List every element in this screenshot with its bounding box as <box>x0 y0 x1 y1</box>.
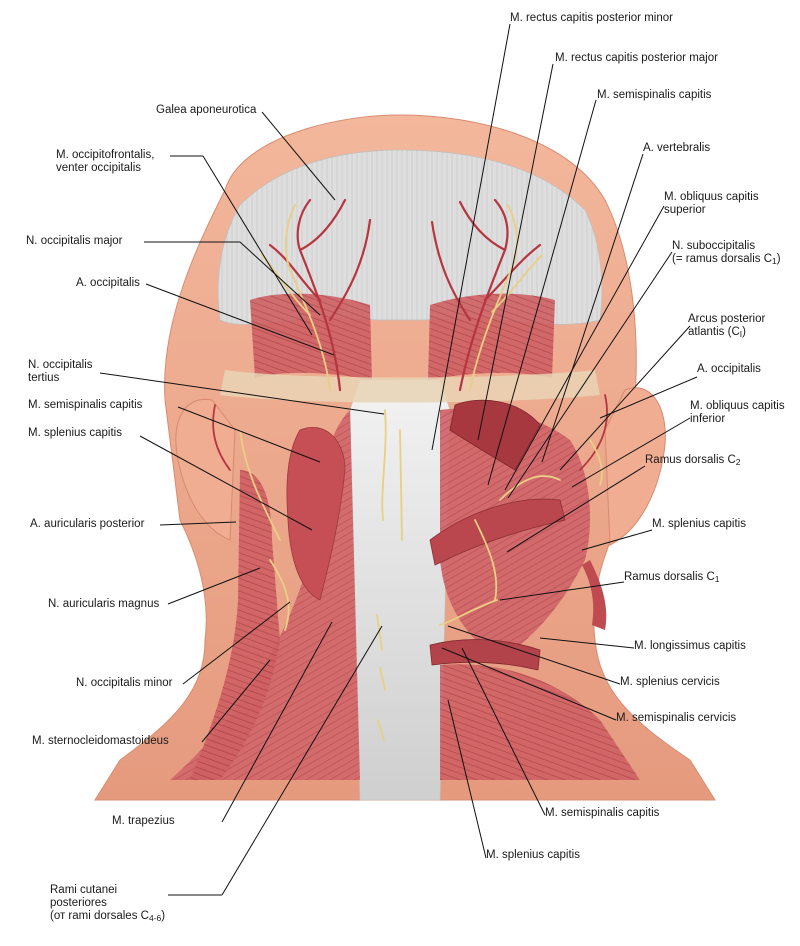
right-shoulder-strap <box>582 560 607 630</box>
label-obliquus-inferior-line2: inferior <box>690 413 726 425</box>
label-a-auricularis-posterior: A. auricularis posterior <box>30 518 145 530</box>
label-n-auricularis-magnus: N. auricularis magnus <box>48 598 160 610</box>
label-ramus-dorsalis-c1: Ramus dorsalis C1 <box>624 571 719 584</box>
label-splenius-capitis-bottom: M. splenius capitis <box>486 849 580 861</box>
trapezius-left <box>170 410 360 780</box>
label-arcus-posterior: Arcus posterior atlantis (CI) <box>688 313 765 339</box>
label-obliquus-superior-line2: superior <box>664 204 706 216</box>
label-n-suboccipitalis-line1: N. suboccipitalis <box>672 240 756 252</box>
label-ramus-c1-text: Ramus dorsalis C <box>624 571 715 583</box>
label-obliquus-inferior-line1: M. obliquus capitis <box>690 400 785 412</box>
label-longissimus-capitis: M. longissimus capitis <box>634 640 746 652</box>
label-splenius-capitis-left: M. splenius capitis <box>28 427 122 439</box>
label-semispinalis-capitis-bottom: M. semispinalis capitis <box>545 807 660 819</box>
label-ramus-dorsalis-c2: Ramus dorsalis C2 <box>645 454 740 467</box>
label-n-suboccipitalis-sub: 1 <box>772 256 777 266</box>
label-arcus-sub: I <box>739 329 743 339</box>
label-galea-aponeurotica: Galea aponeurotica <box>156 104 257 116</box>
label-a-vertebralis: A. vertebralis <box>643 142 711 154</box>
deep-muscles-right <box>440 408 590 660</box>
label-semispinalis-cervicis: M. semispinalis cervicis <box>616 712 737 724</box>
label-obliquus-inferior: M. obliquus capitis inferior <box>690 400 785 426</box>
ear-left <box>175 398 236 541</box>
label-rectus-major: M. rectus capitis posterior major <box>555 52 718 64</box>
label-arcus-line2: atlantis (C <box>688 326 740 338</box>
label-rectus-minor: M. rectus capitis posterior minor <box>510 12 673 24</box>
label-sternocleidomastoideus: M. sternocleidomastoideus <box>32 735 169 747</box>
label-rami-cutanei: Rami cutanei posteriores (от rami dorsal… <box>50 884 165 923</box>
label-trapezius: M. trapezius <box>112 815 175 827</box>
label-a-occipitalis-right: A. occipitalis <box>697 363 761 375</box>
splenius-left <box>286 427 346 601</box>
label-rami-end: ) <box>161 910 166 922</box>
label-rami-line1: Rami cutanei <box>50 884 118 896</box>
label-n-occipitalis-tertius-line1: N. occipitalis <box>28 359 93 371</box>
label-obliquus-superior-line1: M. obliquus capitis <box>664 191 759 203</box>
label-rami-line2: posteriores <box>50 897 107 909</box>
nerves <box>239 204 603 741</box>
upper-aponeurosis-band <box>220 370 600 403</box>
label-occipitofrontalis-line1: M. occipitofrontalis, <box>56 149 155 161</box>
leader-lines <box>99 23 698 896</box>
label-ramus-c1-sub: 1 <box>714 574 720 584</box>
arteries <box>212 198 608 471</box>
semispinalis-cervicis-right <box>429 639 541 671</box>
rectus-capitis-right <box>449 399 541 471</box>
label-a-occipitalis-left: A. occipitalis <box>76 277 140 289</box>
label-splenius-cervicis: M. splenius cervicis <box>620 676 720 688</box>
obliquus-inferior-right <box>429 498 566 566</box>
label-semispinalis-capitis-left: M. semispinalis capitis <box>28 399 143 411</box>
label-n-occipitalis-major: N. occipitalis major <box>26 235 123 247</box>
label-n-suboccipitalis-end: ) <box>776 253 781 265</box>
label-splenius-capitis-right: M. splenius capitis <box>652 518 746 530</box>
label-ramus-c2-text: Ramus dorsalis C <box>645 454 736 466</box>
label-obliquus-superior: M. obliquus capitis superior <box>664 191 759 217</box>
label-arcus-end: ) <box>742 326 746 338</box>
label-arcus-line1: Arcus posterior <box>688 313 766 325</box>
label-n-suboccipitalis: N. suboccipitalis (= ramus dorsalis C1) <box>672 240 781 266</box>
label-n-occipitalis-minor: N. occipitalis minor <box>76 677 173 689</box>
lower-right-muscles <box>440 664 640 780</box>
sternocleidomastoideus-left <box>190 470 280 780</box>
label-rami-line3: (от rami dorsales C <box>50 910 149 922</box>
label-occipitofrontalis-line2: venter occipitalis <box>56 162 142 174</box>
label-occipitofrontalis: M. occipitofrontalis, venter occipitalis <box>56 149 154 175</box>
ear-right <box>604 387 666 546</box>
label-n-suboccipitalis-line2: (= ramus dorsalis C <box>672 253 773 265</box>
label-n-occipitalis-tertius: N. occipitalis tertius <box>28 359 93 385</box>
label-ramus-c2-sub: 2 <box>735 457 741 467</box>
label-rami-sub: 4-6 <box>148 913 162 923</box>
occipitofrontalis-left <box>250 293 372 380</box>
label-semispinalis-capitis-right: M. semispinalis capitis <box>597 89 712 101</box>
label-n-occipitalis-tertius-line2: tertius <box>28 372 60 384</box>
